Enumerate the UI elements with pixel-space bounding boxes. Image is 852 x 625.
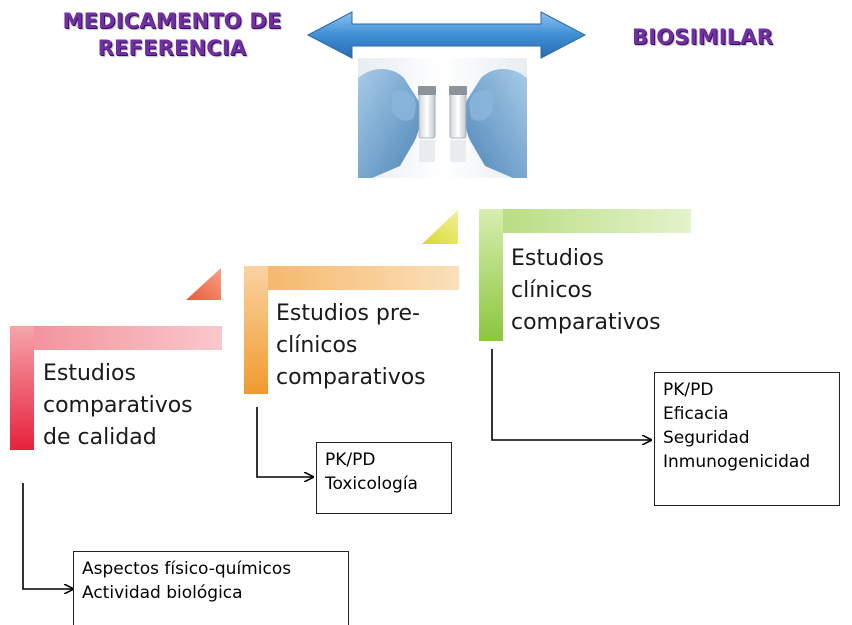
step-1-detail-1: Aspectos físico-químicos (82, 559, 292, 579)
step-3-title-line-2: clínicos (511, 278, 593, 303)
step-2-title-line-3: comparativos (276, 365, 426, 390)
step-2-details-box: PK/PD Toxicología (316, 442, 452, 514)
step-3-details-box: PK/PD Eficacia Seguridad Inmunogenicidad (654, 372, 840, 506)
step-1-bracket (10, 326, 222, 450)
step-3-detail-2: Eficacia (663, 404, 729, 424)
step-1-corner-triangle-icon (186, 268, 221, 300)
step-2-detail-2: Toxicología (325, 474, 418, 494)
gloved-hands-vials-image (358, 58, 527, 178)
step-3-title-line-3: comparativos (511, 310, 661, 335)
step-2-detail-1: PK/PD (325, 450, 376, 470)
step-2-title-line-2: clínicos (276, 333, 358, 358)
step-2-connector-arrow (256, 407, 313, 477)
step-1-connector-arrow (22, 483, 73, 589)
step-1-title-line-2: comparativos (43, 393, 193, 418)
step-3-title-line-1: Estudios (511, 246, 604, 271)
step-1-title-line-3: de calidad (43, 425, 157, 450)
step-1-details-box: Aspectos físico-químicos Actividad bioló… (73, 551, 349, 625)
step-2-title-line-1: Estudios pre- (276, 301, 420, 326)
biosimilar-label: BIOSIMILAR (632, 25, 774, 49)
step-2-bracket (244, 266, 459, 394)
step-3-detail-3: Seguridad (663, 428, 750, 448)
step-2-corner-triangle-icon (422, 210, 458, 244)
double-arrow-icon (306, 11, 587, 59)
step-3-title: Estudios clínicos comparativos (511, 243, 661, 339)
step-1-title-line-1: Estudios (43, 361, 136, 386)
step-1-detail-2: Actividad biológica (82, 583, 243, 603)
reference-medicine-label: MEDICAMENTO DE REFERENCIA (62, 9, 282, 60)
step-3-detail-1: PK/PD (663, 380, 714, 400)
step-2-title: Estudios pre- clínicos comparativos (276, 298, 426, 394)
step-3-detail-4: Inmunogenicidad (663, 452, 811, 472)
step-3-connector-arrow (491, 349, 651, 440)
step-1-title: Estudios comparativos de calidad (43, 358, 193, 454)
step-3-bracket (479, 209, 691, 341)
